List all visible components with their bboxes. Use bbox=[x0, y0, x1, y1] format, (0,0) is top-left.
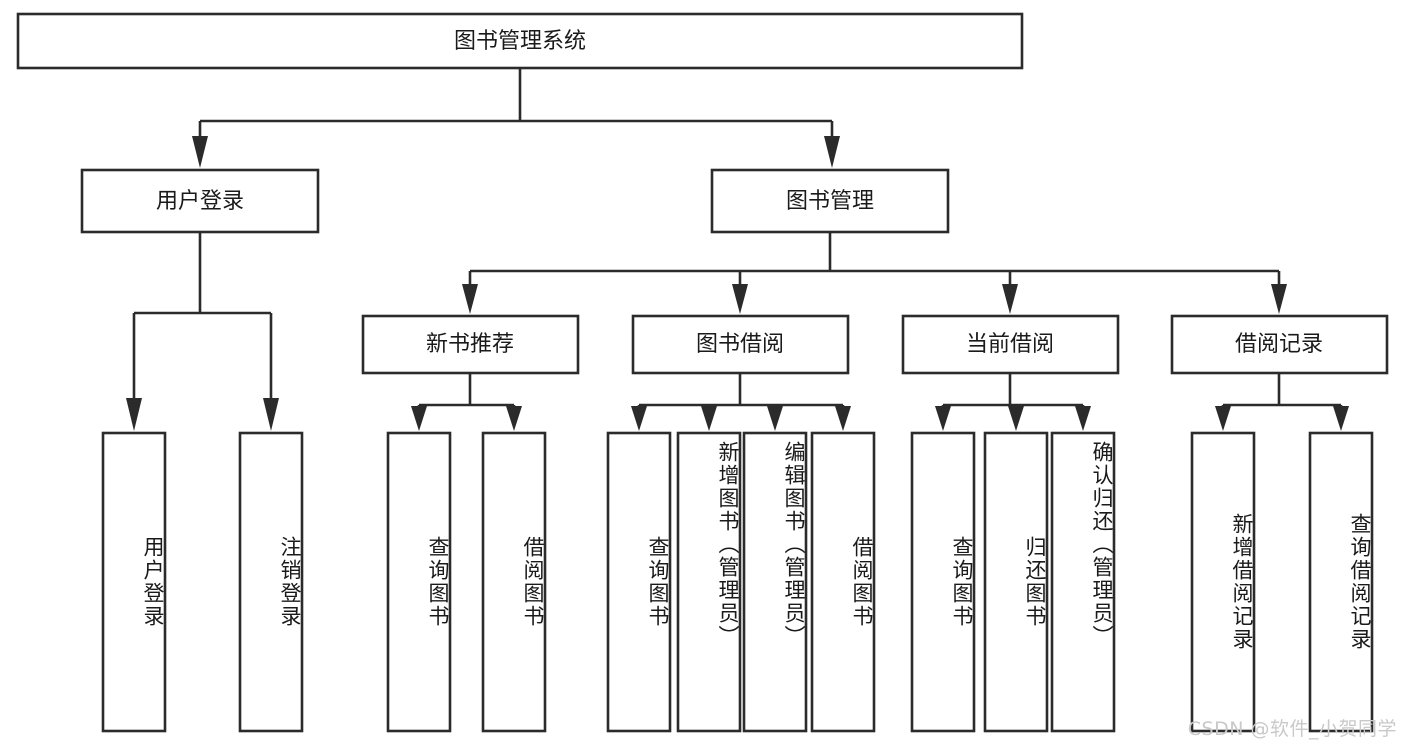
node-new-book-recommend-box[interactable] bbox=[361, 314, 580, 375]
arrow-head-bookborrow-leaf-1 bbox=[631, 406, 647, 431]
leaf-box-return-book[interactable] bbox=[983, 431, 1049, 733]
leaf-box-borrow-book-new[interactable] bbox=[481, 431, 547, 733]
leaf-boxes bbox=[101, 431, 1374, 733]
connector-group-book-mgmt bbox=[462, 232, 1287, 314]
leaf-box-edit-book-admin[interactable] bbox=[742, 431, 808, 733]
arrow-head-newbooks-leaf-2 bbox=[506, 406, 522, 431]
node-root-system-label: 图书管理系统 bbox=[454, 29, 586, 54]
arrow-head-newbooks-leaf-1 bbox=[411, 406, 427, 431]
node-user-login-label: 用户登录 bbox=[156, 189, 244, 214]
leaf-box-borrow-book[interactable] bbox=[810, 431, 876, 733]
leaf-box-confirm-return-admin[interactable] bbox=[1050, 431, 1116, 733]
connector-group-root bbox=[192, 68, 840, 168]
node-new-book-recommend[interactable]: 新书推荐 bbox=[361, 314, 580, 375]
arrow-head-currentborrow-leaf-2 bbox=[1008, 406, 1024, 431]
node-borrow-records-box[interactable] bbox=[1170, 314, 1389, 375]
arrow-head-root-to-book-mgmt bbox=[824, 136, 840, 168]
connector-group-current-borrow bbox=[935, 373, 1091, 431]
leaf-box-query-book-current[interactable] bbox=[910, 431, 976, 733]
node-current-borrow[interactable]: 当前借阅 bbox=[901, 314, 1120, 375]
node-user-login-box[interactable] bbox=[80, 168, 320, 234]
node-borrow-records-label: 借阅记录 bbox=[1235, 332, 1323, 357]
leaf-box-logout[interactable] bbox=[238, 431, 304, 733]
arrow-head-bookborrow-leaf-2 bbox=[701, 406, 717, 431]
connector-group-new-books bbox=[411, 373, 522, 431]
arrow-head-bookmgmt-borrow bbox=[732, 284, 748, 314]
arrow-head-bookmgmt-records bbox=[1271, 284, 1287, 314]
node-root-system[interactable]: 图书管理系统 bbox=[16, 12, 1024, 70]
arrow-head-userlogin-leaf-2 bbox=[263, 398, 279, 431]
leaf-box-add-book-admin[interactable] bbox=[676, 431, 742, 733]
arrow-head-currentborrow-leaf-3 bbox=[1075, 406, 1091, 431]
leaf-box-add-borrow-record[interactable] bbox=[1190, 431, 1256, 733]
node-current-borrow-box[interactable] bbox=[901, 314, 1120, 375]
node-current-borrow-label: 当前借阅 bbox=[966, 332, 1054, 357]
node-new-book-recommend-label: 新书推荐 bbox=[426, 332, 514, 357]
arrow-head-userlogin-leaf-1 bbox=[126, 398, 142, 431]
node-book-borrow[interactable]: 图书借阅 bbox=[631, 314, 850, 375]
node-user-login[interactable]: 用户登录 bbox=[80, 168, 320, 234]
node-book-management-label: 图书管理 bbox=[786, 189, 874, 214]
arrow-head-bookmgmt-current bbox=[1002, 284, 1018, 314]
arrow-head-bookborrow-leaf-4 bbox=[835, 406, 851, 431]
leaf-box-query-book-borrow[interactable] bbox=[606, 431, 672, 733]
arrow-head-root-to-user-login bbox=[192, 136, 208, 168]
leaf-box-user-login[interactable] bbox=[101, 431, 167, 733]
connector-group-user-login bbox=[126, 232, 279, 431]
node-book-management-box[interactable] bbox=[710, 168, 950, 234]
arrow-head-borrowrecords-leaf-1 bbox=[1215, 406, 1231, 431]
leaf-box-query-book-new[interactable] bbox=[386, 431, 452, 733]
node-book-borrow-label: 图书借阅 bbox=[696, 332, 784, 357]
arrow-head-bookborrow-leaf-3 bbox=[767, 406, 783, 431]
arrow-head-bookmgmt-new-books bbox=[462, 284, 478, 314]
node-book-management[interactable]: 图书管理 bbox=[710, 168, 950, 234]
node-book-borrow-box[interactable] bbox=[631, 314, 850, 375]
node-root-system-box[interactable] bbox=[16, 12, 1024, 70]
leaf-box-query-borrow-record[interactable] bbox=[1308, 431, 1374, 733]
arrow-head-currentborrow-leaf-1 bbox=[935, 406, 951, 431]
arrow-head-borrowrecords-leaf-2 bbox=[1333, 406, 1349, 431]
connector-group-borrow-records bbox=[1215, 373, 1349, 431]
node-borrow-records[interactable]: 借阅记录 bbox=[1170, 314, 1389, 375]
connector-group-book-borrow bbox=[631, 373, 851, 431]
